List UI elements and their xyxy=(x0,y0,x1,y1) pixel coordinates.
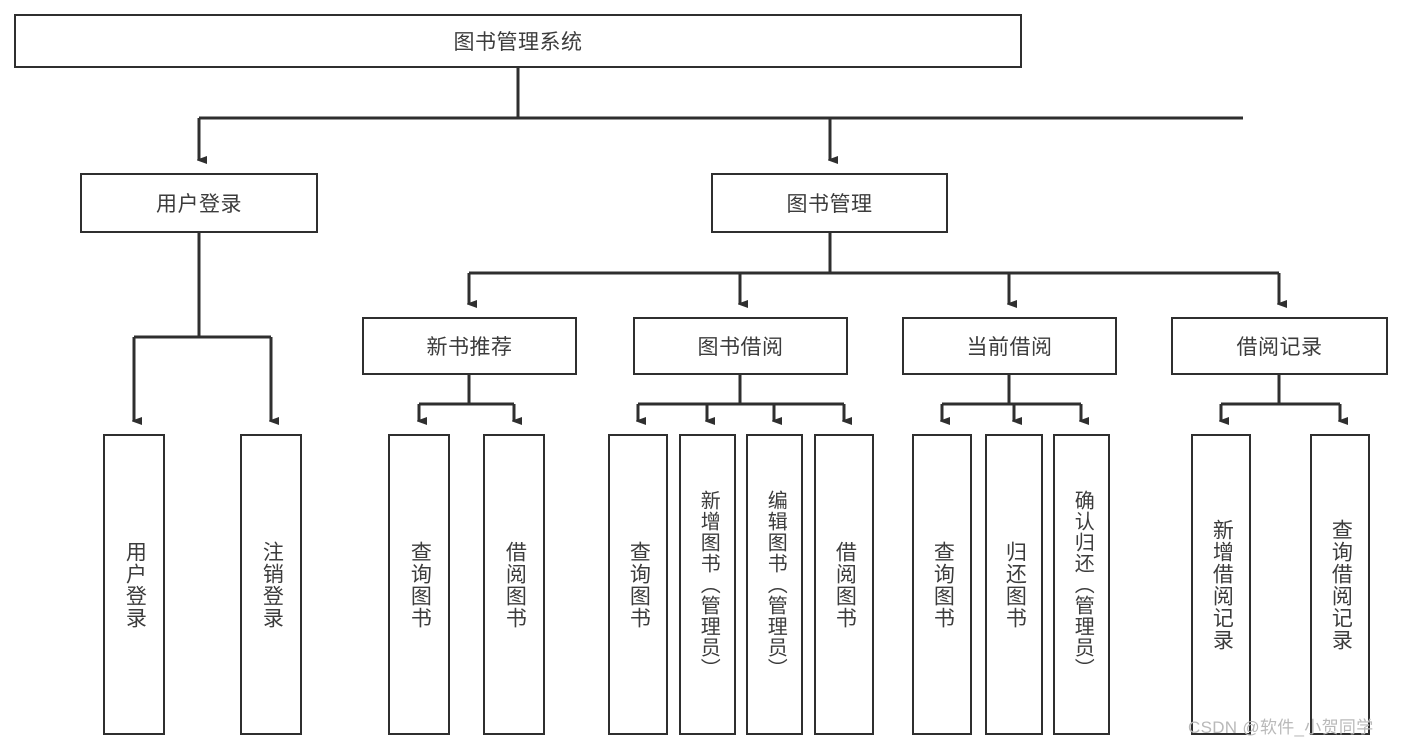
node-leaf-borrow-book-1-label: 借阅图书 xyxy=(503,540,527,629)
csdn-watermark: CSDN @软件_小贺同学 xyxy=(1188,718,1374,737)
node-leaf-logout-login[interactable]: 注销登录 xyxy=(240,434,302,735)
node-book-manage[interactable]: 图书管理 xyxy=(711,173,948,233)
node-book-borrow[interactable]: 图书借阅 xyxy=(633,317,848,375)
node-leaf-add-book-admin[interactable]: 新增图书（管理员） xyxy=(679,434,736,735)
node-leaf-add-borrow-record-label: 新增借阅记录 xyxy=(1210,518,1234,651)
node-borrow-record-label: 借阅记录 xyxy=(1236,336,1323,359)
node-leaf-user-login-label: 用户登录 xyxy=(123,540,147,629)
node-leaf-confirm-return-admin-label: 确认归还（管理员） xyxy=(1071,490,1094,679)
node-leaf-edit-book-admin-label: 编辑图书（管理员） xyxy=(764,490,787,679)
node-current-borrow-label: 当前借阅 xyxy=(966,336,1053,359)
node-leaf-borrow-book-2-label: 借阅图书 xyxy=(833,540,857,629)
node-leaf-query-borrow-record-label: 查询借阅记录 xyxy=(1329,518,1353,651)
node-new-book-recommend[interactable]: 新书推荐 xyxy=(362,317,577,375)
node-borrow-record[interactable]: 借阅记录 xyxy=(1171,317,1388,375)
node-leaf-query-borrow-record[interactable]: 查询借阅记录 xyxy=(1310,434,1370,735)
node-leaf-logout-login-label: 注销登录 xyxy=(260,540,284,629)
node-root[interactable]: 图书管理系统 xyxy=(14,14,1022,68)
node-root-label: 图书管理系统 xyxy=(453,31,583,54)
node-leaf-query-book-3-label: 查询图书 xyxy=(931,540,955,629)
node-leaf-edit-book-admin[interactable]: 编辑图书（管理员） xyxy=(746,434,803,735)
node-leaf-confirm-return-admin[interactable]: 确认归还（管理员） xyxy=(1053,434,1110,735)
node-book-manage-label: 图书管理 xyxy=(786,193,873,216)
node-leaf-query-book-1-label: 查询图书 xyxy=(408,540,432,629)
node-leaf-query-book-2-label: 查询图书 xyxy=(627,540,651,629)
node-leaf-return-book[interactable]: 归还图书 xyxy=(985,434,1043,735)
node-book-borrow-label: 图书借阅 xyxy=(697,336,784,359)
node-user-login-label: 用户登录 xyxy=(156,193,242,216)
node-leaf-query-book-3[interactable]: 查询图书 xyxy=(912,434,972,735)
node-leaf-query-book-2[interactable]: 查询图书 xyxy=(608,434,668,735)
node-leaf-add-book-admin-label: 新增图书（管理员） xyxy=(697,490,720,679)
node-leaf-user-login[interactable]: 用户登录 xyxy=(103,434,165,735)
node-leaf-borrow-book-2[interactable]: 借阅图书 xyxy=(814,434,874,735)
node-current-borrow[interactable]: 当前借阅 xyxy=(902,317,1117,375)
node-leaf-add-borrow-record[interactable]: 新增借阅记录 xyxy=(1191,434,1251,735)
node-leaf-query-book-1[interactable]: 查询图书 xyxy=(388,434,450,735)
node-user-login[interactable]: 用户登录 xyxy=(80,173,318,233)
node-new-book-recommend-label: 新书推荐 xyxy=(426,336,513,359)
node-leaf-borrow-book-1[interactable]: 借阅图书 xyxy=(483,434,545,735)
node-leaf-return-book-label: 归还图书 xyxy=(1003,540,1027,629)
